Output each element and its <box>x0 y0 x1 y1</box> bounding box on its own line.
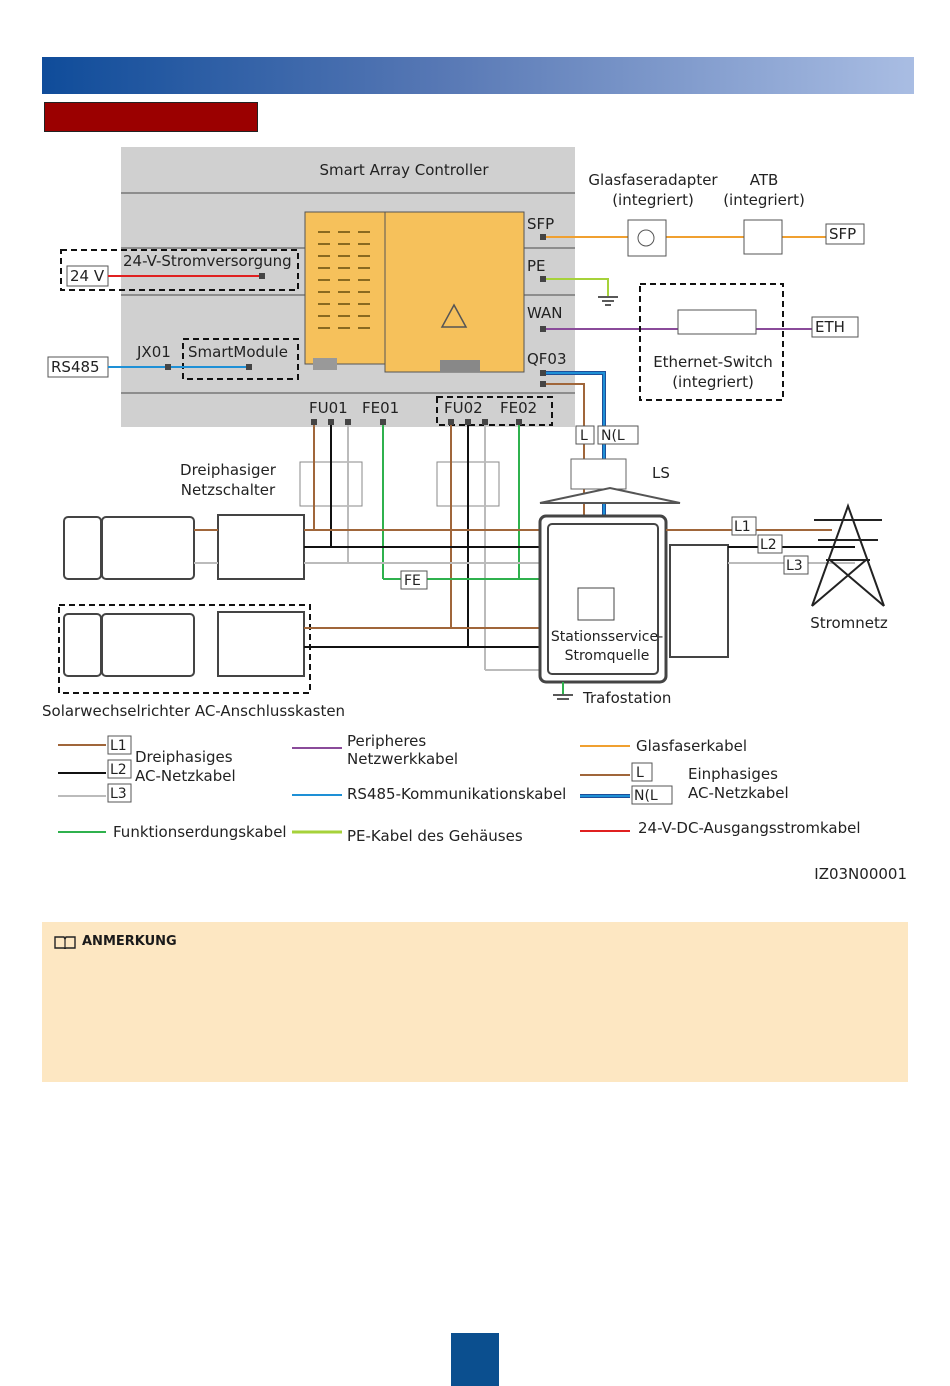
legend-three-phase: Dreiphasiges <box>135 748 233 766</box>
smart-array-device <box>304 211 525 373</box>
section-label-bar <box>44 102 258 132</box>
fiber-adapter-label: Glasfaseradapter <box>588 171 718 189</box>
l-tag: L <box>580 428 588 444</box>
diagram-label: L3 <box>110 786 127 802</box>
ls-label: LS <box>652 464 670 482</box>
port-fu02: FU02 <box>444 399 483 417</box>
smartmodule-label: SmartModule <box>188 343 288 361</box>
eth-switch-label: Ethernet-Switch <box>653 353 773 371</box>
legend-rs485: RS485-Kommunikationskabel <box>347 785 566 803</box>
substation: Stationsservice- Stromquelle Trafostatio… <box>538 486 729 707</box>
legend-pe: PE-Kabel des Gehäuses <box>347 827 523 845</box>
legend-single-phase: Einphasiges <box>688 765 778 783</box>
port-fu01: FU01 <box>309 399 348 417</box>
book-icon <box>54 935 76 949</box>
grid-label: Stromnetz <box>810 614 888 632</box>
diagram-label: Netzschalter <box>181 481 276 499</box>
breaker-label: Dreiphasiger <box>180 461 277 479</box>
inverter-1 <box>63 514 305 580</box>
diagram-label: N(L <box>634 788 658 804</box>
diagram-label: (integriert) <box>612 191 694 209</box>
bottom-caption: Solarwechselrichter AC-Anschlusskasten <box>42 702 345 720</box>
figure-id: IZ03N00001 <box>814 865 907 883</box>
note-header: ANMERKUNG <box>54 934 177 949</box>
eth-out-tag: ETH <box>815 318 845 336</box>
diagram-label: L3 <box>786 558 803 574</box>
diagram-label: L2 <box>760 537 777 553</box>
atb-label: ATB <box>750 171 779 189</box>
sfp-out-tag: SFP <box>829 225 856 243</box>
inverter-2 <box>58 604 311 694</box>
port-fe01: FE01 <box>362 399 399 417</box>
diagram-label: AC-Netzkabel <box>688 784 789 802</box>
diagram-label: Stromquelle <box>565 648 650 664</box>
substation-label: Trafostation <box>582 689 671 707</box>
legend-fiber: Glasfaserkabel <box>636 737 747 755</box>
diagram-label: L <box>636 765 644 781</box>
fe-tag: FE <box>404 573 421 589</box>
warning-icon <box>440 303 468 328</box>
legend: L1 L2 L3 Dreiphasiges AC-Netzkabel Perip… <box>58 732 861 845</box>
legend-fe: Funktionserdungskabel <box>113 823 287 841</box>
jx01-label: JX01 <box>136 343 171 361</box>
legend-24v: 24-V-DC-Ausgangsstromkabel <box>638 819 861 837</box>
diagram-label: (integriert) <box>723 191 805 209</box>
diagram-label: L1 <box>734 519 751 535</box>
note-box: ANMERKUNG <box>42 922 908 1082</box>
pylon-icon <box>811 503 885 607</box>
ground-icon <box>598 296 618 306</box>
port-fe02: FE02 <box>500 399 537 417</box>
port-qf03: QF03 <box>527 350 567 368</box>
port-sfp: SFP <box>527 215 554 233</box>
power-supply-label: 24-V-Stromversorgung <box>123 252 292 270</box>
n-tag: N(L <box>601 428 625 444</box>
diagram-label: AC-Netzkabel <box>135 767 236 785</box>
diagram-label: L1 <box>110 738 127 754</box>
rs485-tag: RS485 <box>51 358 100 376</box>
page-number-box <box>451 1333 499 1386</box>
diagram-label: Netzwerkkabel <box>347 750 458 768</box>
diagram-label: (integriert) <box>672 373 754 391</box>
port-wan: WAN <box>527 304 563 322</box>
note-title: ANMERKUNG <box>82 934 177 949</box>
station-service-label: Stationsservice- <box>551 629 663 645</box>
diagram-label: L2 <box>110 762 127 778</box>
legend-network: Peripheres <box>347 732 426 750</box>
v24-label: 24 V <box>70 267 105 285</box>
controller-title: Smart Array Controller <box>319 161 489 179</box>
port-pe: PE <box>527 257 546 275</box>
wiring-diagram: Smart Array Controller SFP PE WAN QF03 2… <box>42 147 907 883</box>
header-banner <box>42 57 914 94</box>
